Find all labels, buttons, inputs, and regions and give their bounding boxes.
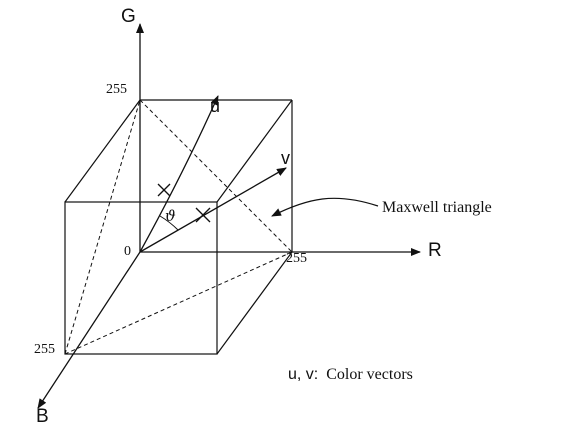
r-max-tick-label: 255 [286, 251, 307, 266]
cube-front-face [64, 201, 218, 355]
maxwell-callout-arrow [271, 197, 379, 217]
b-axis-label: B [36, 406, 49, 427]
b-max-tick-label: 255 [34, 342, 55, 357]
u-vector-label: u [210, 96, 221, 116]
r-axis-label: R [428, 240, 442, 261]
maxwell-triangle-label: Maxwell triangle [382, 199, 492, 216]
legend-prefix: u, v: [288, 366, 319, 383]
maxwell-triangle-outline [64, 99, 293, 355]
v-vector-label: v [281, 148, 290, 168]
color-vectors-legend: u, v: Color vectors [288, 366, 413, 384]
b-axis-line [37, 251, 141, 409]
legend-text: Color vectors [326, 366, 413, 383]
u-vector-cross-mark [157, 183, 171, 197]
origin-label: 0 [124, 244, 131, 259]
v-vector-cross-mark [195, 207, 211, 223]
v-vector [139, 167, 287, 253]
angle-theta-label: ϑ [165, 207, 176, 225]
g-max-tick-label: 255 [106, 82, 127, 97]
angle-arc [159, 215, 179, 231]
cube-depth-edges [64, 99, 293, 355]
g-axis-label: G [121, 6, 136, 27]
u-vector [139, 95, 219, 253]
